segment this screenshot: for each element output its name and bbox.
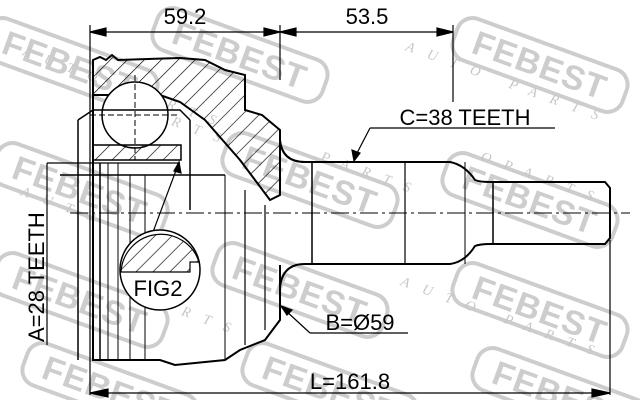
label-fig2: FIG2 [134,276,183,301]
label-inner-spline: A=28 TEETH [24,212,49,342]
dim-59-2: 59.2 [164,4,207,29]
label-overall-length: L=161.8 [310,369,390,394]
fig2-detail [119,229,201,311]
joint-body [60,53,611,367]
dimension-lines [46,25,611,398]
label-diameter: B=Ø59 [325,310,394,335]
dim-53-5: 53.5 [346,4,389,29]
label-outer-spline: C=38 TEETH [399,105,530,130]
